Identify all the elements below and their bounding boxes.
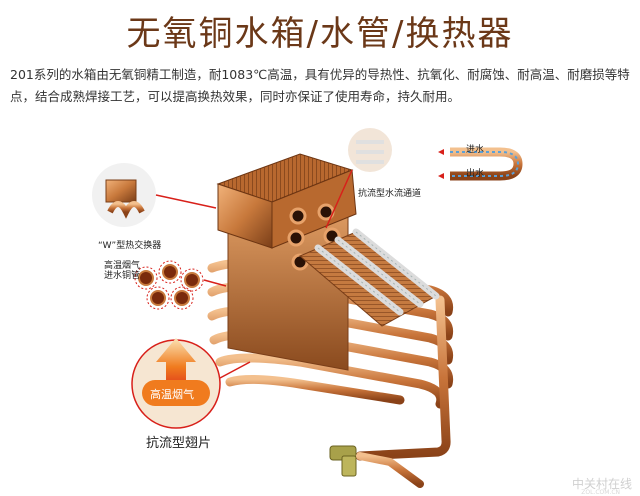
page-title: 无氧铜水箱/水管/换热器 xyxy=(126,14,514,54)
water-channel-callout xyxy=(325,128,523,229)
pipe-holes xyxy=(287,203,341,271)
water-out-label: 出水 xyxy=(466,169,485,179)
w-exchanger-label: “W”型热交换器 xyxy=(98,241,162,251)
watermark-cn: 中关村在线 xyxy=(571,477,632,491)
hot-gas-label: 高温烟气 xyxy=(150,388,194,401)
intro-text: 201系列的水箱由无氧铜精工制造，耐1083℃高温，具有优异的导热性、抗氧化、耐… xyxy=(10,67,630,104)
flue-tube-label-2: 进水铜管 xyxy=(104,271,141,281)
hot-gas-callout xyxy=(131,338,251,429)
flue-section-callout xyxy=(134,260,227,310)
water-in-label: 进水 xyxy=(466,145,485,155)
flue-tube-label-1: 高温烟气 xyxy=(104,261,141,271)
w-exchanger-callout xyxy=(92,163,217,227)
bottom-fittings xyxy=(329,445,424,488)
water-channel-label: 抗流型水流通道 xyxy=(358,189,422,199)
watermark-en: ZOL.COM.CN xyxy=(581,489,620,496)
fin-label: 抗流型翅片 xyxy=(146,436,212,451)
